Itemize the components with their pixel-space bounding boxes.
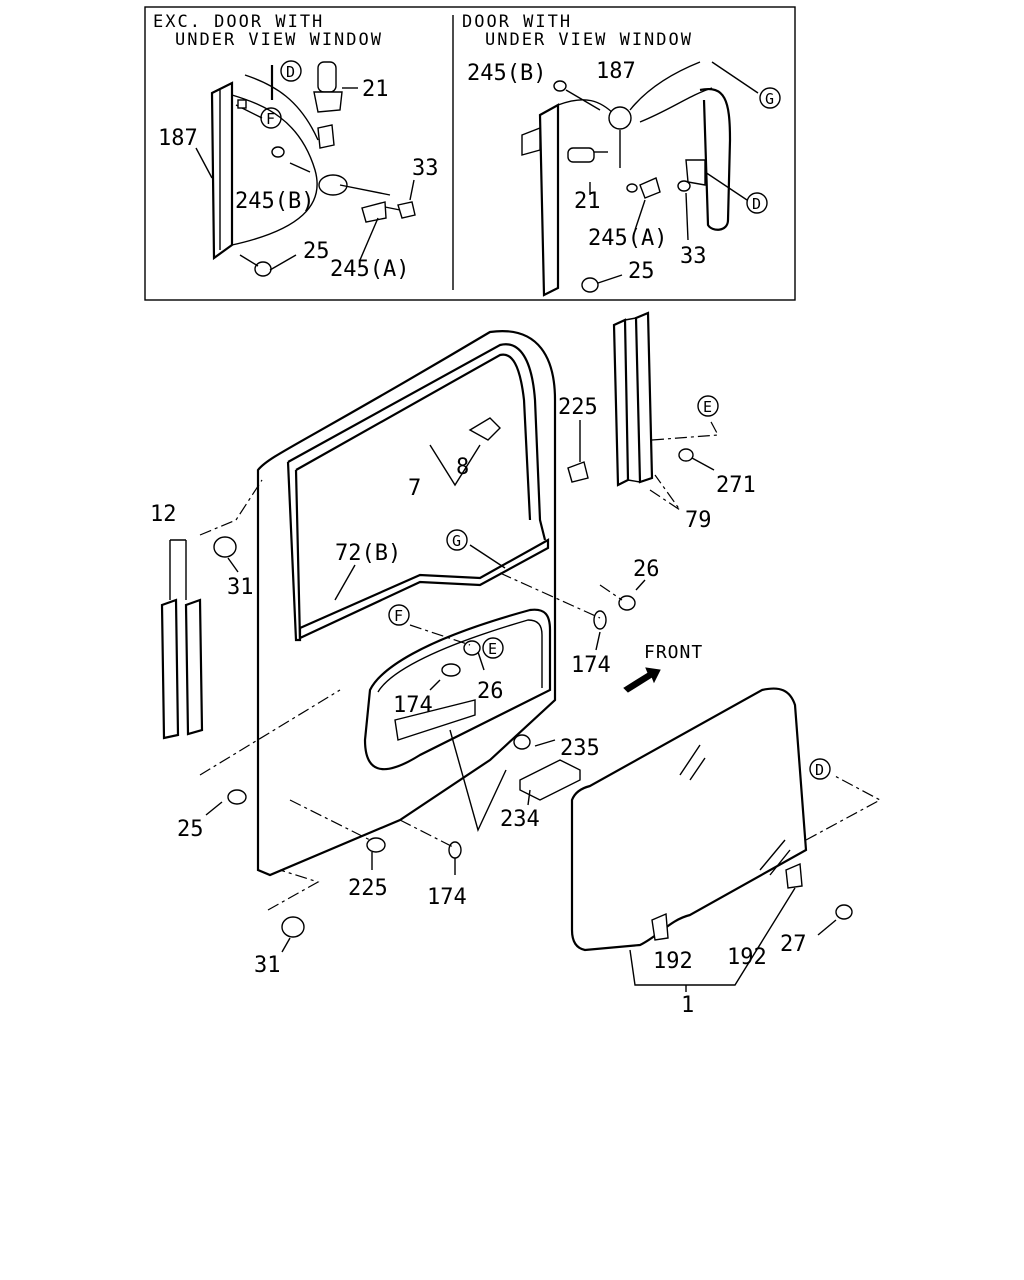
inset-right-label-245b: 245(B) (467, 61, 546, 86)
inset-left-title-2: UNDER VIEW WINDOW (175, 30, 383, 50)
label-1: 1 (681, 993, 694, 1018)
door-panel-drawing (160, 311, 853, 952)
inset-left-circle-d: D (286, 63, 295, 81)
inset-right-title-1: DOOR WITH (462, 12, 572, 32)
inset-right-circle-g: G (765, 90, 774, 108)
label-25: 25 (177, 817, 204, 842)
main-circle-g: G (452, 532, 461, 550)
inset-right-circle-d: D (752, 195, 761, 213)
inset-panel: EXC. DOOR WITH UNDER VIEW WINDOW DOOR WI… (144, 6, 796, 301)
label-174-bottom: 174 (427, 885, 467, 910)
leader-lines (169, 419, 882, 992)
label-12: 12 (150, 502, 177, 527)
inset-left-label-21: 21 (362, 77, 389, 102)
inset-right-label-187: 187 (596, 59, 636, 84)
label-192-right: 192 (727, 945, 767, 970)
inset-right-title-2: UNDER VIEW WINDOW (485, 30, 693, 50)
label-8: 8 (456, 455, 469, 480)
label-7: 7 (408, 476, 421, 501)
main-circle-e-top: E (703, 398, 712, 416)
front-arrow-icon (623, 667, 661, 693)
right-regulator-drawing (521, 61, 732, 297)
label-174-right: 174 (571, 653, 611, 678)
label-174-mid: 174 (393, 693, 433, 718)
label-72b: 72(B) (335, 541, 401, 566)
label-26-right: 26 (633, 557, 660, 582)
label-192-left: 192 (653, 949, 693, 974)
left-regulator-drawing (210, 61, 416, 277)
main-circle-e-mid: E (488, 640, 497, 658)
inset-right-label-245a: 245(A) (588, 226, 667, 251)
inset-left-label-245a: 245(A) (330, 257, 409, 282)
label-27: 27 (780, 932, 807, 957)
front-label: FRONT (644, 642, 703, 663)
label-271: 271 (716, 473, 756, 498)
inset-left-label-187: 187 (158, 126, 198, 151)
label-79: 79 (685, 508, 712, 533)
label-225-top: 225 (558, 395, 598, 420)
inset-right-label-25: 25 (628, 259, 655, 284)
label-225-bottom: 225 (348, 876, 388, 901)
inset-left-label-25: 25 (303, 239, 330, 264)
inset-right-label-21: 21 (574, 189, 601, 214)
label-26-mid: 26 (477, 679, 504, 704)
label-31-top: 31 (227, 575, 254, 600)
main-circle-f: F (394, 607, 403, 625)
label-235: 235 (560, 736, 600, 761)
inset-left-circle-f: F (266, 110, 275, 128)
main-circle-d: D (815, 761, 824, 779)
inset-left-title-1: EXC. DOOR WITH (153, 12, 324, 32)
inset-left-label-245b: 245(B) (235, 189, 314, 214)
inset-left-label-33: 33 (412, 156, 439, 181)
label-234: 234 (500, 807, 540, 832)
label-31-bottom: 31 (254, 953, 281, 978)
inset-right-label-33: 33 (680, 244, 707, 269)
